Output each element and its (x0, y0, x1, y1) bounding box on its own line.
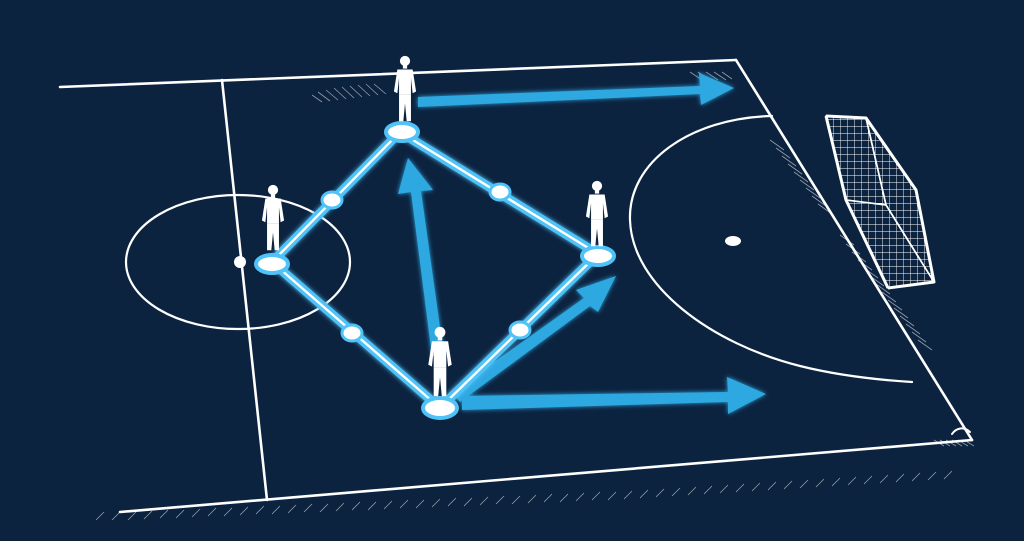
player-base-bottom (421, 396, 459, 420)
goal-net-icon (824, 114, 936, 290)
run-arrow-diagonal (452, 276, 616, 402)
link-node (320, 190, 344, 210)
link-nodes (320, 182, 532, 343)
link-node (508, 320, 532, 340)
player-base-left (254, 253, 290, 275)
corner-arc (951, 427, 971, 435)
player-base-right (580, 245, 616, 267)
player-bases (254, 121, 616, 420)
halfway-line (220, 78, 269, 502)
run-arrow-forward-bottom (462, 377, 766, 414)
run-arrow-forward-top (418, 73, 734, 107)
penalty-area-arc (628, 114, 914, 384)
movement-arrows (398, 73, 766, 414)
link-node (340, 323, 364, 343)
run-arrow-up (398, 158, 444, 356)
player-base-top (384, 121, 420, 143)
center-circle (124, 193, 352, 331)
hatch-shading (95, 71, 975, 521)
touchline-bottom (118, 438, 974, 514)
touchline-right-end (734, 58, 974, 442)
penalty-spot (725, 236, 741, 246)
center-spot (234, 256, 246, 268)
link-node (488, 182, 512, 202)
